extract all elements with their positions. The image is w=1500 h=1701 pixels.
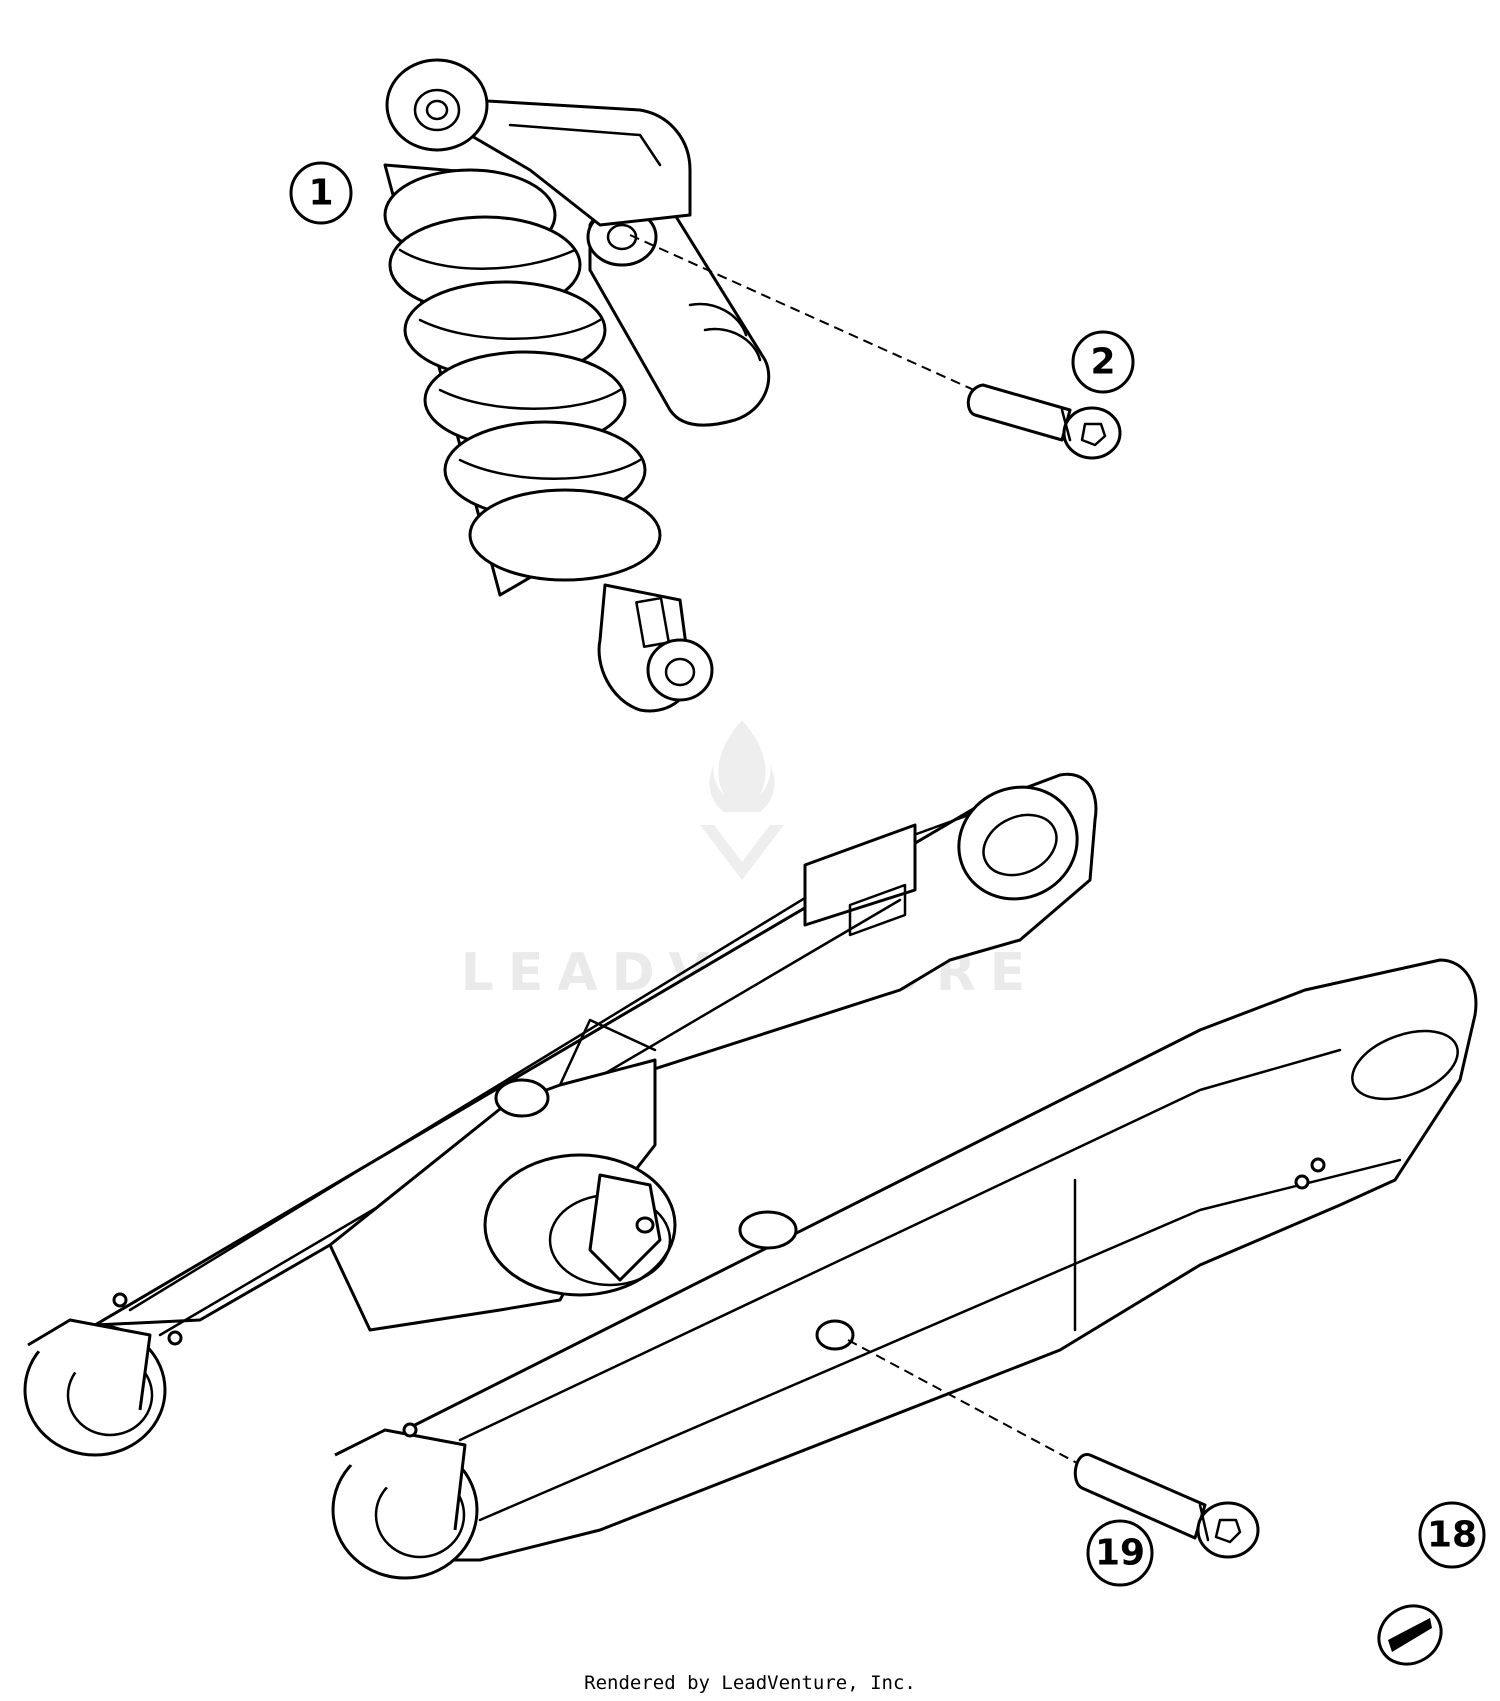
lower-mount-bolt bbox=[1073, 1453, 1260, 1559]
callout-2: 2 bbox=[1071, 330, 1135, 394]
callout-18: 18 bbox=[1418, 1501, 1486, 1569]
callout-19-label: 19 bbox=[1095, 1533, 1145, 1574]
upper-mount-bolt bbox=[966, 383, 1122, 460]
callout-1-label: 1 bbox=[308, 173, 333, 214]
callout-18-label: 18 bbox=[1427, 1515, 1477, 1556]
swingarm bbox=[23, 772, 1478, 1580]
leader-line-2 bbox=[629, 234, 986, 396]
callout-1: 1 bbox=[289, 161, 353, 225]
callout-2-label: 2 bbox=[1090, 342, 1115, 383]
callout-19: 19 bbox=[1086, 1519, 1154, 1587]
plug-cap bbox=[1377, 1604, 1443, 1666]
render-credit: Rendered by LeadVenture, Inc. bbox=[584, 1672, 916, 1694]
leader-line-19 bbox=[847, 1339, 1091, 1471]
shock-absorber bbox=[383, 58, 771, 713]
